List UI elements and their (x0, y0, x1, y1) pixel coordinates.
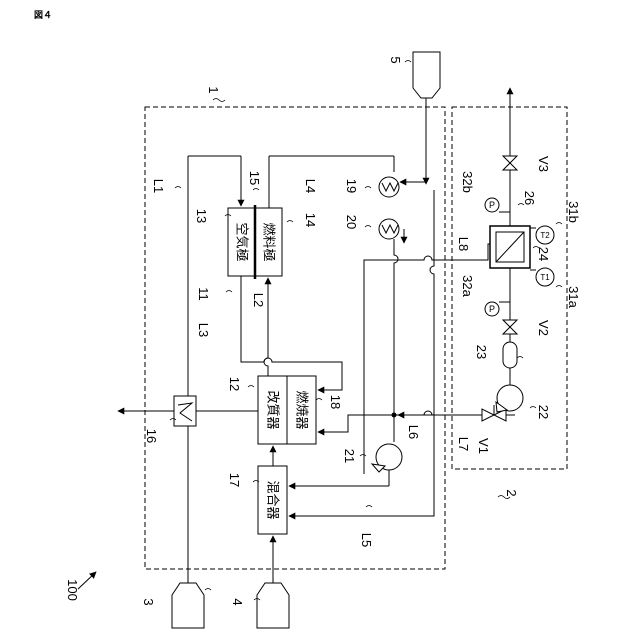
label-L6: L6 (406, 425, 421, 439)
combustor-label: 燃焼器 (295, 390, 310, 429)
ref-100: 100 (65, 579, 80, 601)
label-L1: L1 (151, 179, 166, 193)
fuel-electrode-label: 燃料極 (262, 222, 277, 261)
heat-exchanger-16 (174, 396, 196, 426)
label-V3: V3 (536, 156, 551, 172)
ref-26: 26 (522, 191, 537, 205)
valve-v2 (503, 320, 517, 334)
mixer-label: 混合器 (266, 480, 281, 519)
valve-v3 (503, 156, 517, 170)
heat-exchanger-20 (379, 219, 399, 239)
line-L5 (300, 190, 434, 516)
label-L8: L8 (456, 237, 471, 251)
ref-12: 12 (227, 377, 242, 391)
ref-16: 16 (144, 429, 159, 443)
label-V2: V2 (536, 320, 551, 336)
ref-4: 4 (230, 598, 245, 605)
ref-17: 17 (227, 473, 242, 487)
ref-22: 22 (536, 405, 551, 419)
line-L7 (394, 411, 480, 415)
label-L3: L3 (196, 323, 211, 337)
ref-20: 20 (344, 215, 359, 229)
ref-32b: 32b (460, 171, 475, 193)
ref-31a: 31a (566, 286, 581, 308)
ref-23: 23 (474, 345, 489, 359)
ref-1: 1 (206, 86, 221, 93)
temp-sensor-t2-symbol: T2 (540, 231, 550, 240)
label-L2: L2 (251, 293, 266, 307)
pump-21 (372, 444, 402, 472)
line-L4 (269, 156, 394, 208)
ref-32a: 32a (460, 275, 475, 297)
ref-18: 18 (328, 395, 343, 409)
ref-24: 24 (536, 247, 551, 261)
tank-3 (172, 583, 204, 628)
ref-14: 14 (303, 213, 318, 227)
ref-15: 15 (247, 171, 262, 185)
heat-exchanger-19 (379, 177, 399, 197)
fuel-supply-line (400, 98, 426, 182)
ref-5: 5 (388, 56, 403, 63)
pressure-gauge-32a-symbol: P (489, 304, 495, 314)
leader-lines (170, 61, 562, 601)
ref-19: 19 (344, 179, 359, 193)
fuel-cell-unit-boundary (145, 107, 445, 569)
reformer-label: 改質器 (266, 390, 281, 429)
ref-2: 2 (504, 489, 519, 496)
temp-sensor-t1-symbol: T1 (540, 273, 550, 282)
pump-22 (496, 385, 523, 412)
ref-31b: 31b (566, 201, 581, 223)
pressure-gauge-32b-symbol: P (489, 200, 495, 210)
ref-11: 11 (196, 287, 211, 301)
label-L4: L4 (303, 179, 318, 193)
ref-3: 3 (141, 598, 156, 605)
air-electrode-label: 空気極 (235, 222, 250, 261)
label-L5: L5 (359, 533, 374, 547)
buffer-tank-23 (503, 342, 517, 368)
label-V1: V1 (476, 438, 491, 454)
tank-4 (257, 583, 289, 628)
ref-13: 13 (194, 209, 209, 223)
ref-21: 21 (342, 449, 357, 463)
tank-5 (413, 52, 440, 98)
label-L7: L7 (456, 437, 471, 451)
